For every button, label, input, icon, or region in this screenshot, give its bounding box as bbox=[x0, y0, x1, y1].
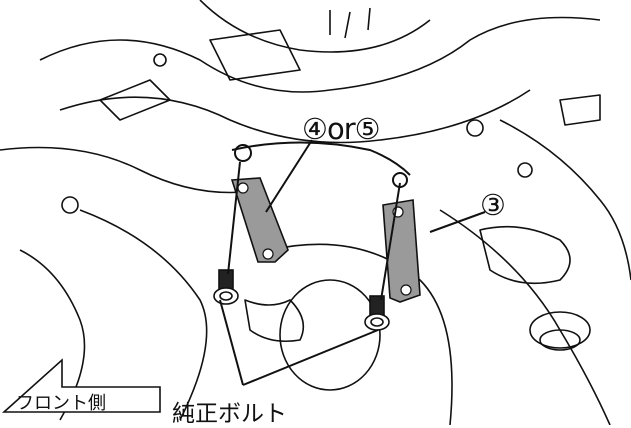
oem-bolt-right bbox=[364, 295, 390, 331]
front-side-callout bbox=[1, 358, 161, 413]
crossmember bbox=[231, 141, 411, 188]
part-3-label: ③ bbox=[480, 188, 506, 222]
oem-bolt-left bbox=[213, 269, 239, 305]
oem-bolt-label: 純正ボルト bbox=[172, 401, 287, 427]
front-side-label: フロント側 bbox=[16, 393, 106, 414]
leader-lines bbox=[219, 139, 486, 386]
part-4-or-5-label: ④or⑤ bbox=[302, 112, 381, 146]
part-4-or-5-bar bbox=[230, 177, 289, 263]
